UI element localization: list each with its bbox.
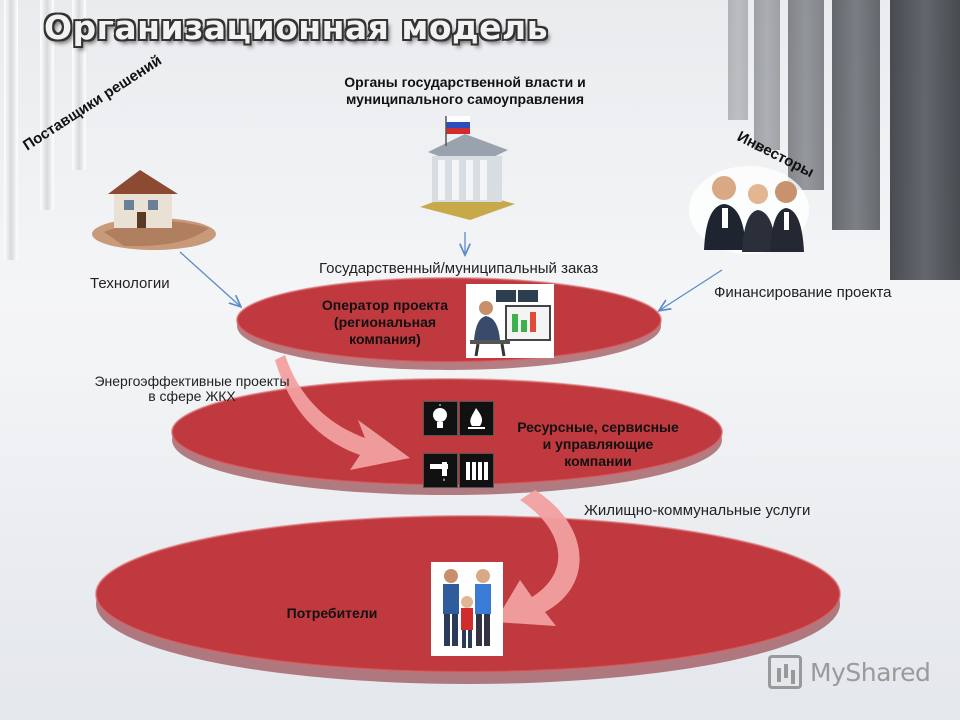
authority-label: Органы государственной власти и муниципа… [344, 74, 586, 107]
energy-projects-label: Энергоэффективные проекты в сфере ЖКХ [94, 373, 290, 404]
tile-radiator-icon [459, 453, 494, 488]
myshared-logo-icon [768, 655, 802, 689]
state-order-label: Государственный/муниципальный заказ [319, 260, 599, 277]
tile-lightbulb-icon [423, 401, 458, 436]
consumers-label: Потребители [286, 605, 378, 621]
housing-services-label: Жилищно-коммунальные услуги [584, 502, 811, 519]
background-server-rack [832, 0, 880, 230]
background-server-rack [728, 0, 748, 120]
operator-label: Оператор проекта (региональная компания) [321, 297, 449, 347]
myshared-logo-text: MyShared [810, 657, 931, 687]
background-column [4, 0, 18, 260]
connector-technologies [179, 251, 240, 306]
tile-water-tap-icon [423, 453, 458, 488]
slide-title: Организационная модель [44, 8, 549, 47]
flow-arrow-resource-to-consumers [495, 490, 580, 626]
operator-workstation-picture [466, 284, 554, 358]
family-consumers-picture [431, 562, 503, 656]
government-building-picture [420, 116, 515, 220]
flow-arrow-operator-to-resource [275, 355, 410, 470]
background-server-rack [754, 0, 780, 150]
tile-gas-flame-icon [459, 401, 494, 436]
background-column [40, 0, 54, 210]
operator-ellipse [236, 277, 662, 370]
background-server-rack [890, 0, 960, 280]
investors-handshake-picture [689, 166, 809, 254]
background-column [72, 0, 86, 170]
resource-companies-label: Ресурсные, сервисные и управляющие компа… [517, 419, 679, 469]
connector-financing [660, 269, 723, 310]
house-in-hands-picture [92, 170, 216, 250]
myshared-logo: MyShared [768, 655, 931, 689]
background-server-rack [788, 0, 824, 190]
technologies-label: Технологии [90, 275, 170, 292]
financing-label: Финансирование проекта [714, 284, 892, 301]
